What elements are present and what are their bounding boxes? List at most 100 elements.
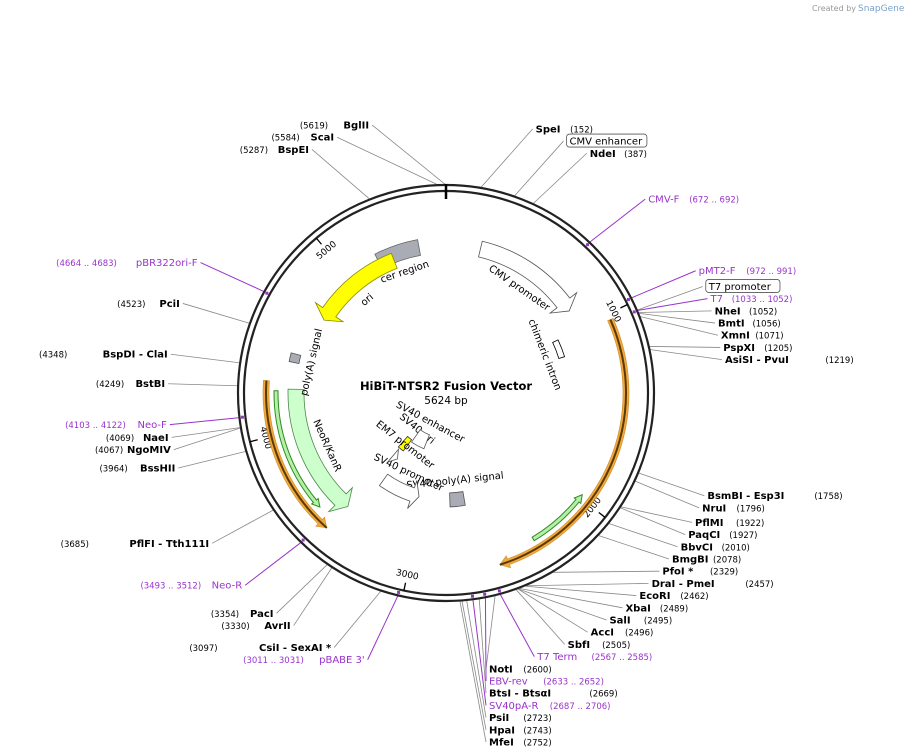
label-leader-lines [168, 124, 723, 743]
primer-range: (3493 .. 3512) [140, 582, 201, 592]
leader-ebv-rev [484, 598, 487, 682]
enzyme-name: PflMI [695, 518, 723, 529]
primer-mark-cmv-f [586, 243, 590, 247]
enzyme-name: EcoRI [639, 591, 670, 602]
leader-neo-f [169, 417, 239, 426]
primer-range: (4664 .. 4683) [56, 259, 117, 269]
feature-label-poly-a-signal: poly(A) signal [299, 328, 325, 397]
tick-label-5000: 5000 [315, 239, 339, 262]
tick-4000 [249, 439, 258, 443]
label-pmt2-f: pMT2-F(972 .. 991) [699, 266, 796, 277]
label-btsi-bts-i: BtsI - BtsαI(2669) [489, 689, 618, 700]
primer-name: pBR322ori-F [136, 258, 198, 269]
label-bspei: BspEI(5287) [240, 145, 309, 156]
enzyme-position: (2743) [523, 726, 551, 736]
enzyme-position: (2329) [710, 568, 738, 578]
label-pflfi-tth111i: PflFI - Tth111I(3685) [61, 539, 209, 550]
tick-1000 [620, 303, 628, 309]
label-asisi-pvui: AsiSI - PvuI(1219) [725, 355, 854, 366]
label-cmv-enhancer: CMV enhancer [566, 133, 648, 148]
enzyme-position: (2457) [745, 580, 773, 590]
enzyme-position: (1056) [752, 320, 780, 330]
enzyme-position: (2489) [660, 604, 688, 614]
label-paqci: PaqCI(1927) [688, 530, 757, 541]
enzyme-name: XmnI [721, 331, 750, 342]
enzyme-name: MfeI [489, 738, 514, 749]
label-noti: NotI(2600) [489, 664, 552, 675]
enzyme-name: AvrII [264, 621, 290, 632]
primer-name: Neo-R [212, 581, 243, 592]
enzyme-name: AsiSI - PvuI [725, 355, 789, 366]
label-pbr322ori-f: pBR322ori-F (4664 .. 4683) [56, 258, 198, 269]
label-sali: SalI(2495) [609, 616, 672, 627]
leader-bspei [311, 149, 370, 199]
leader-drai-pmei [526, 583, 649, 587]
primer-mark-ebv-rev [483, 592, 487, 596]
leader-psii [466, 600, 487, 718]
primer-name: pMT2-F [699, 266, 736, 277]
enzyme-name: BsmBI - Esp3I [707, 491, 784, 502]
leader-nhei [638, 310, 712, 313]
enzyme-position: (2505) [602, 641, 630, 651]
enzyme-name: BstBI [135, 379, 165, 390]
enzyme-name: SalI [609, 616, 630, 627]
green-arrow-1 [531, 493, 583, 542]
leader-mfei [459, 601, 487, 743]
enzyme-position: (5584) [271, 134, 299, 144]
label-sbfi: SbfI(2505) [568, 640, 631, 651]
primer-range: (2633 .. 2652) [543, 678, 604, 688]
leader-pbr322ori-f [200, 262, 264, 292]
enzyme-name: CsiI - SexAI * [259, 643, 332, 654]
label-bmgbi: BmgBI (2078) [672, 555, 741, 566]
enzyme-position: (152) [570, 125, 593, 135]
leader-bbvci [609, 523, 678, 548]
enzyme-position: (5287) [240, 146, 268, 156]
enzyme-name: BmgBI [672, 555, 709, 566]
enzyme-position: (387) [624, 150, 647, 160]
primer-name: Neo-F [138, 420, 168, 431]
enzyme-position: (3685) [61, 540, 89, 550]
enzyme-position: (2078) [713, 556, 741, 566]
primer-mark-t7 [632, 310, 636, 314]
primer-mark-pmt2-f [626, 297, 630, 301]
primer-mark-neo-r [301, 538, 305, 542]
leader-bmti [639, 312, 716, 324]
label-spei: SpeI(152) [536, 124, 593, 135]
leader-pmt2-f [631, 270, 696, 299]
enzyme-name: BtsI - BtsαI [489, 689, 551, 700]
tick-label-3000: 3000 [395, 568, 420, 583]
enzyme-position: (2496) [625, 629, 653, 639]
boxed-label-text: CMV enhancer [570, 137, 644, 148]
tick-2000 [598, 511, 606, 518]
enzyme-name: BspDI - ClaI [103, 350, 168, 361]
plasmid-size: 5624 bp [424, 395, 468, 407]
leader-avrii [293, 567, 333, 626]
feature-neor-kanr [287, 388, 354, 513]
label-csii-sexai: CsiI - SexAI *(3097) [189, 643, 332, 654]
enzyme-position: (2723) [523, 714, 551, 724]
leader-ngomiv [173, 427, 241, 450]
label-cmv-f: CMV-F(672 .. 692) [648, 195, 739, 206]
label-drai-pmei: DraI - PmeI(2457) [652, 579, 774, 590]
leader-pflmi [621, 506, 693, 523]
label-psii: PsiI(2723) [489, 713, 552, 724]
enzyme-name: NaeI [143, 433, 169, 444]
boxed-label-frame [705, 279, 781, 293]
primer-range: (4103 .. 4122) [65, 421, 126, 431]
enzyme-name: BmtI [718, 319, 745, 330]
label-nrui: NruI(1796) [702, 503, 765, 514]
leader-pbabe-3 [367, 596, 399, 660]
primer-range: (1033 .. 1052) [732, 295, 793, 305]
boxed-label-frame [566, 133, 648, 148]
enzyme-name: PciI [159, 299, 179, 310]
leader-pflfi-tth111i [211, 509, 274, 544]
label-pflmi: PflMI(1922) [695, 518, 764, 529]
label-acci: AccI(2496) [591, 628, 654, 639]
label-ecori: EcoRI(2462) [639, 591, 708, 602]
label-bsmbi-esp3i: BsmBI - Esp3I(1758) [707, 491, 842, 502]
leader-xbai [519, 588, 623, 609]
primer-range: (2687 .. 2706) [550, 702, 611, 712]
leader-cmv-f [589, 198, 646, 243]
primer-mark-sv40pa-r [470, 594, 474, 598]
